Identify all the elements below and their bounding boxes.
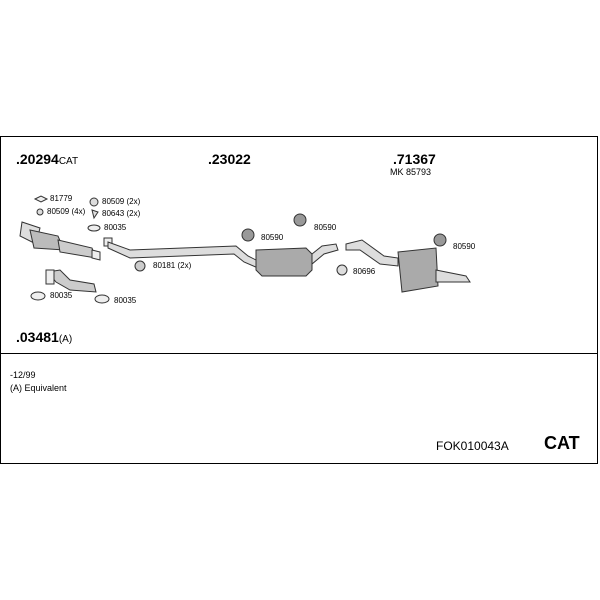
bolt-80509-4x-icon[interactable] [36,208,44,216]
part-number-71367[interactable]: .71367 [393,151,436,167]
callout-80509-4x: 80509 (4x) [47,207,86,216]
rubber-mount-80590-b-icon[interactable] [293,213,307,227]
callout-80035-b: 80035 [50,291,73,300]
equivalent-note: (A) Equivalent [10,383,67,393]
rubber-mount-80590-c-icon[interactable] [433,233,447,247]
cat-label: CAT [544,433,580,453]
nut-80643-2x-icon[interactable] [91,209,99,220]
part-number-20294-suffix: CAT [58,156,79,167]
rear-silencer-drawing[interactable] [345,239,471,293]
gasket-80035-a-icon[interactable] [87,224,101,232]
callout-80035-a: 80035 [104,223,127,232]
callout-81779: 81779 [50,194,73,203]
gasket-80035-b-icon[interactable] [30,291,46,301]
part-number-03481[interactable]: .03481(A) [16,330,72,345]
gasket-80035-c-icon[interactable] [94,294,110,304]
callout-80696: 80696 [353,267,376,276]
rubber-mount-80590-a-icon[interactable] [241,228,255,242]
mounting-kit-label: MK 85793 [390,167,432,177]
front-pipe-drawing[interactable] [45,269,97,293]
clamp-80696-icon[interactable] [336,264,348,276]
callout-80590-a: 80590 [261,233,284,242]
gasket-81779-icon[interactable] [33,195,49,203]
kit-code: FOK010043A [436,439,509,453]
date-note: -12/99 [10,370,36,380]
part-number-23022[interactable]: .23022 [208,151,251,167]
callout-80509-2x: 80509 (2x) [102,197,141,206]
callout-80643-2x: 80643 (2x) [102,209,141,218]
clamp-80181-2x-icon[interactable] [134,260,146,272]
middle-pipe-drawing[interactable] [103,237,339,277]
callout-80590-b: 80590 [314,223,337,232]
part-number-03481-text: .03481 [16,329,59,345]
part-number-20294[interactable]: .20294CAT [16,152,78,167]
bolt-80509-2x-icon[interactable] [89,197,99,207]
catalytic-converter-drawing[interactable] [19,221,101,261]
part-number-03481-suffix: (A) [58,334,73,345]
diagram-frame [0,136,598,464]
section-divider [0,353,598,354]
callout-80590-c: 80590 [453,242,476,251]
part-number-20294-text: .20294 [16,151,59,167]
callout-80181-2x: 80181 (2x) [153,261,192,270]
callout-80035-c: 80035 [114,296,137,305]
